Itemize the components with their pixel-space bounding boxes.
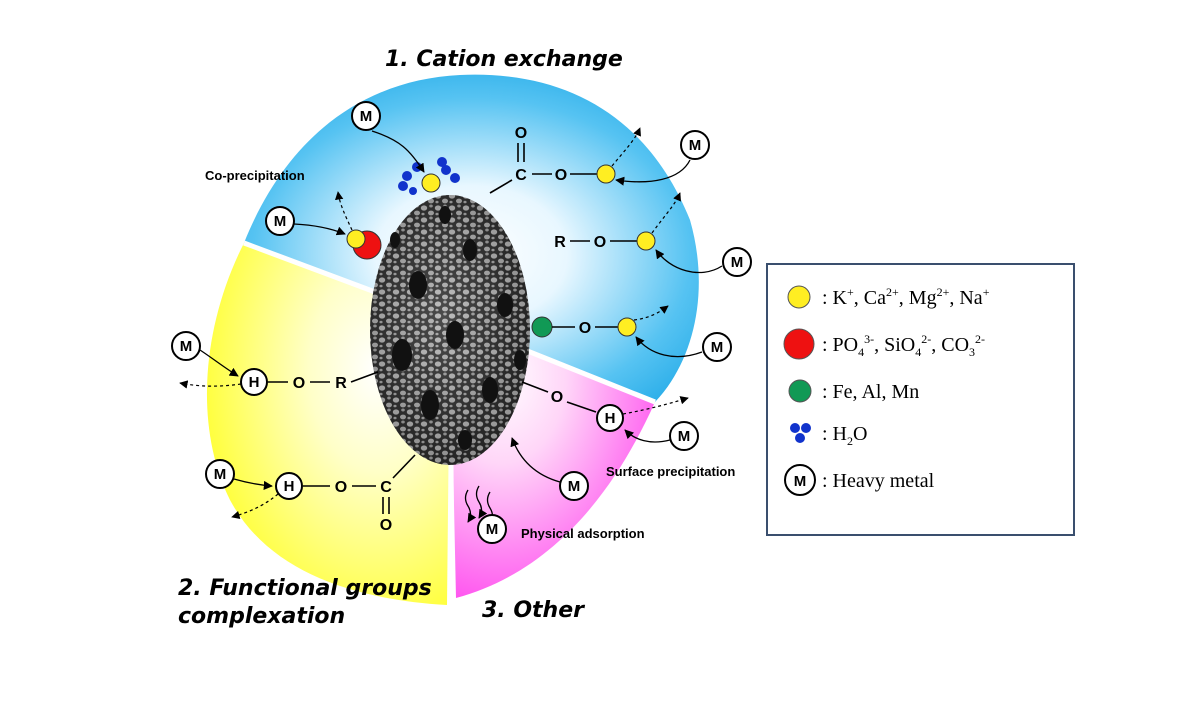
svg-text:: H2O: : H2O	[822, 423, 867, 448]
svg-text:H: H	[284, 478, 295, 495]
svg-text:: Fe, Al, Mn: : Fe, Al, Mn	[822, 381, 919, 403]
label-co-precipitation: Co-precipitation	[205, 168, 305, 183]
oxygen-cation-3: O	[579, 320, 591, 337]
oxygen-carbonyl: O	[515, 125, 527, 142]
cation-dot-top	[421, 173, 441, 193]
metal-functional-1: M	[171, 331, 201, 361]
svg-text:H: H	[605, 410, 616, 427]
oxygen-cation-2: O	[594, 234, 606, 251]
cation-dot-co-precip	[346, 229, 366, 249]
radical-cation: R	[554, 234, 566, 251]
oxygen-cation-1: O	[555, 167, 567, 184]
svg-text:M: M	[678, 428, 691, 445]
svg-text:M: M	[711, 339, 724, 356]
metal-surface: M	[669, 421, 699, 451]
label-physical-adsorption: Physical adsorption	[521, 526, 645, 541]
svg-text:M: M	[274, 213, 287, 230]
title-other: 3. Other	[482, 598, 585, 623]
cation-dot-2	[636, 231, 656, 251]
title-cation-exchange: 1. Cation exchange	[385, 47, 623, 72]
legend-item-heavy-metal: M : Heavy metal	[784, 464, 935, 496]
svg-text:H: H	[249, 374, 260, 391]
svg-text:: K+, Ca2+, Mg2+, Na+: : K+, Ca2+, Mg2+, Na+	[822, 285, 990, 309]
legend-item-anions: : PO43-, SiO42-, CO32-	[783, 328, 985, 360]
metal-cation-3: M	[702, 332, 732, 362]
metal-top: M	[351, 101, 381, 131]
title-complexation: complexation	[178, 604, 345, 629]
metal-co-precipitation: M	[265, 206, 295, 236]
svg-text:M: M	[180, 338, 193, 355]
legend-item-cations: : K+, Ca2+, Mg2+, Na+	[787, 285, 990, 309]
legend: : K+, Ca2+, Mg2+, Na+ : PO43-, SiO42-, C…	[766, 263, 1075, 536]
svg-text:M: M	[486, 521, 499, 538]
legend-item-oxides: : Fe, Al, Mn	[788, 379, 919, 403]
hydrogen-functional-2: H	[275, 472, 303, 500]
oxygen-surface: O	[551, 389, 563, 406]
oxide-dot	[531, 316, 553, 338]
label-surface-precipitation: Surface precipitation	[606, 464, 735, 479]
hydrogen-surface: H	[596, 404, 624, 432]
hydrogen-functional-1: H	[240, 368, 268, 396]
oxygen-functional-1: O	[293, 375, 305, 392]
cation-dot-1	[596, 164, 616, 184]
metal-cation-2: M	[722, 247, 752, 277]
title-functional-groups: 2. Functional groups	[178, 576, 432, 601]
oxygen-functional-2: O	[335, 479, 347, 496]
metal-cation-1: M	[680, 130, 710, 160]
svg-text:M: M	[214, 466, 227, 483]
radical-functional: R	[335, 375, 347, 392]
svg-text:M: M	[794, 473, 807, 490]
carbon-cation: C	[515, 167, 527, 184]
metal-physical-adsorption: M	[477, 514, 507, 544]
biochar-particle	[370, 195, 530, 465]
cation-dot-3	[617, 317, 637, 337]
carbon-functional: C	[380, 479, 392, 496]
svg-text:: Heavy metal: : Heavy metal	[822, 470, 935, 492]
svg-text:M: M	[689, 137, 702, 154]
legend-item-water: : H2O	[790, 423, 867, 448]
svg-text:M: M	[731, 254, 744, 271]
metal-functional-2: M	[205, 459, 235, 489]
svg-text:M: M	[568, 478, 581, 495]
oxygen-functional-carbonyl: O	[380, 517, 392, 534]
metal-surface-precip: M	[559, 471, 589, 501]
svg-text:: PO43-, SiO42-, CO32-: : PO43-, SiO42-, CO32-	[822, 332, 985, 359]
svg-text:M: M	[360, 108, 373, 125]
